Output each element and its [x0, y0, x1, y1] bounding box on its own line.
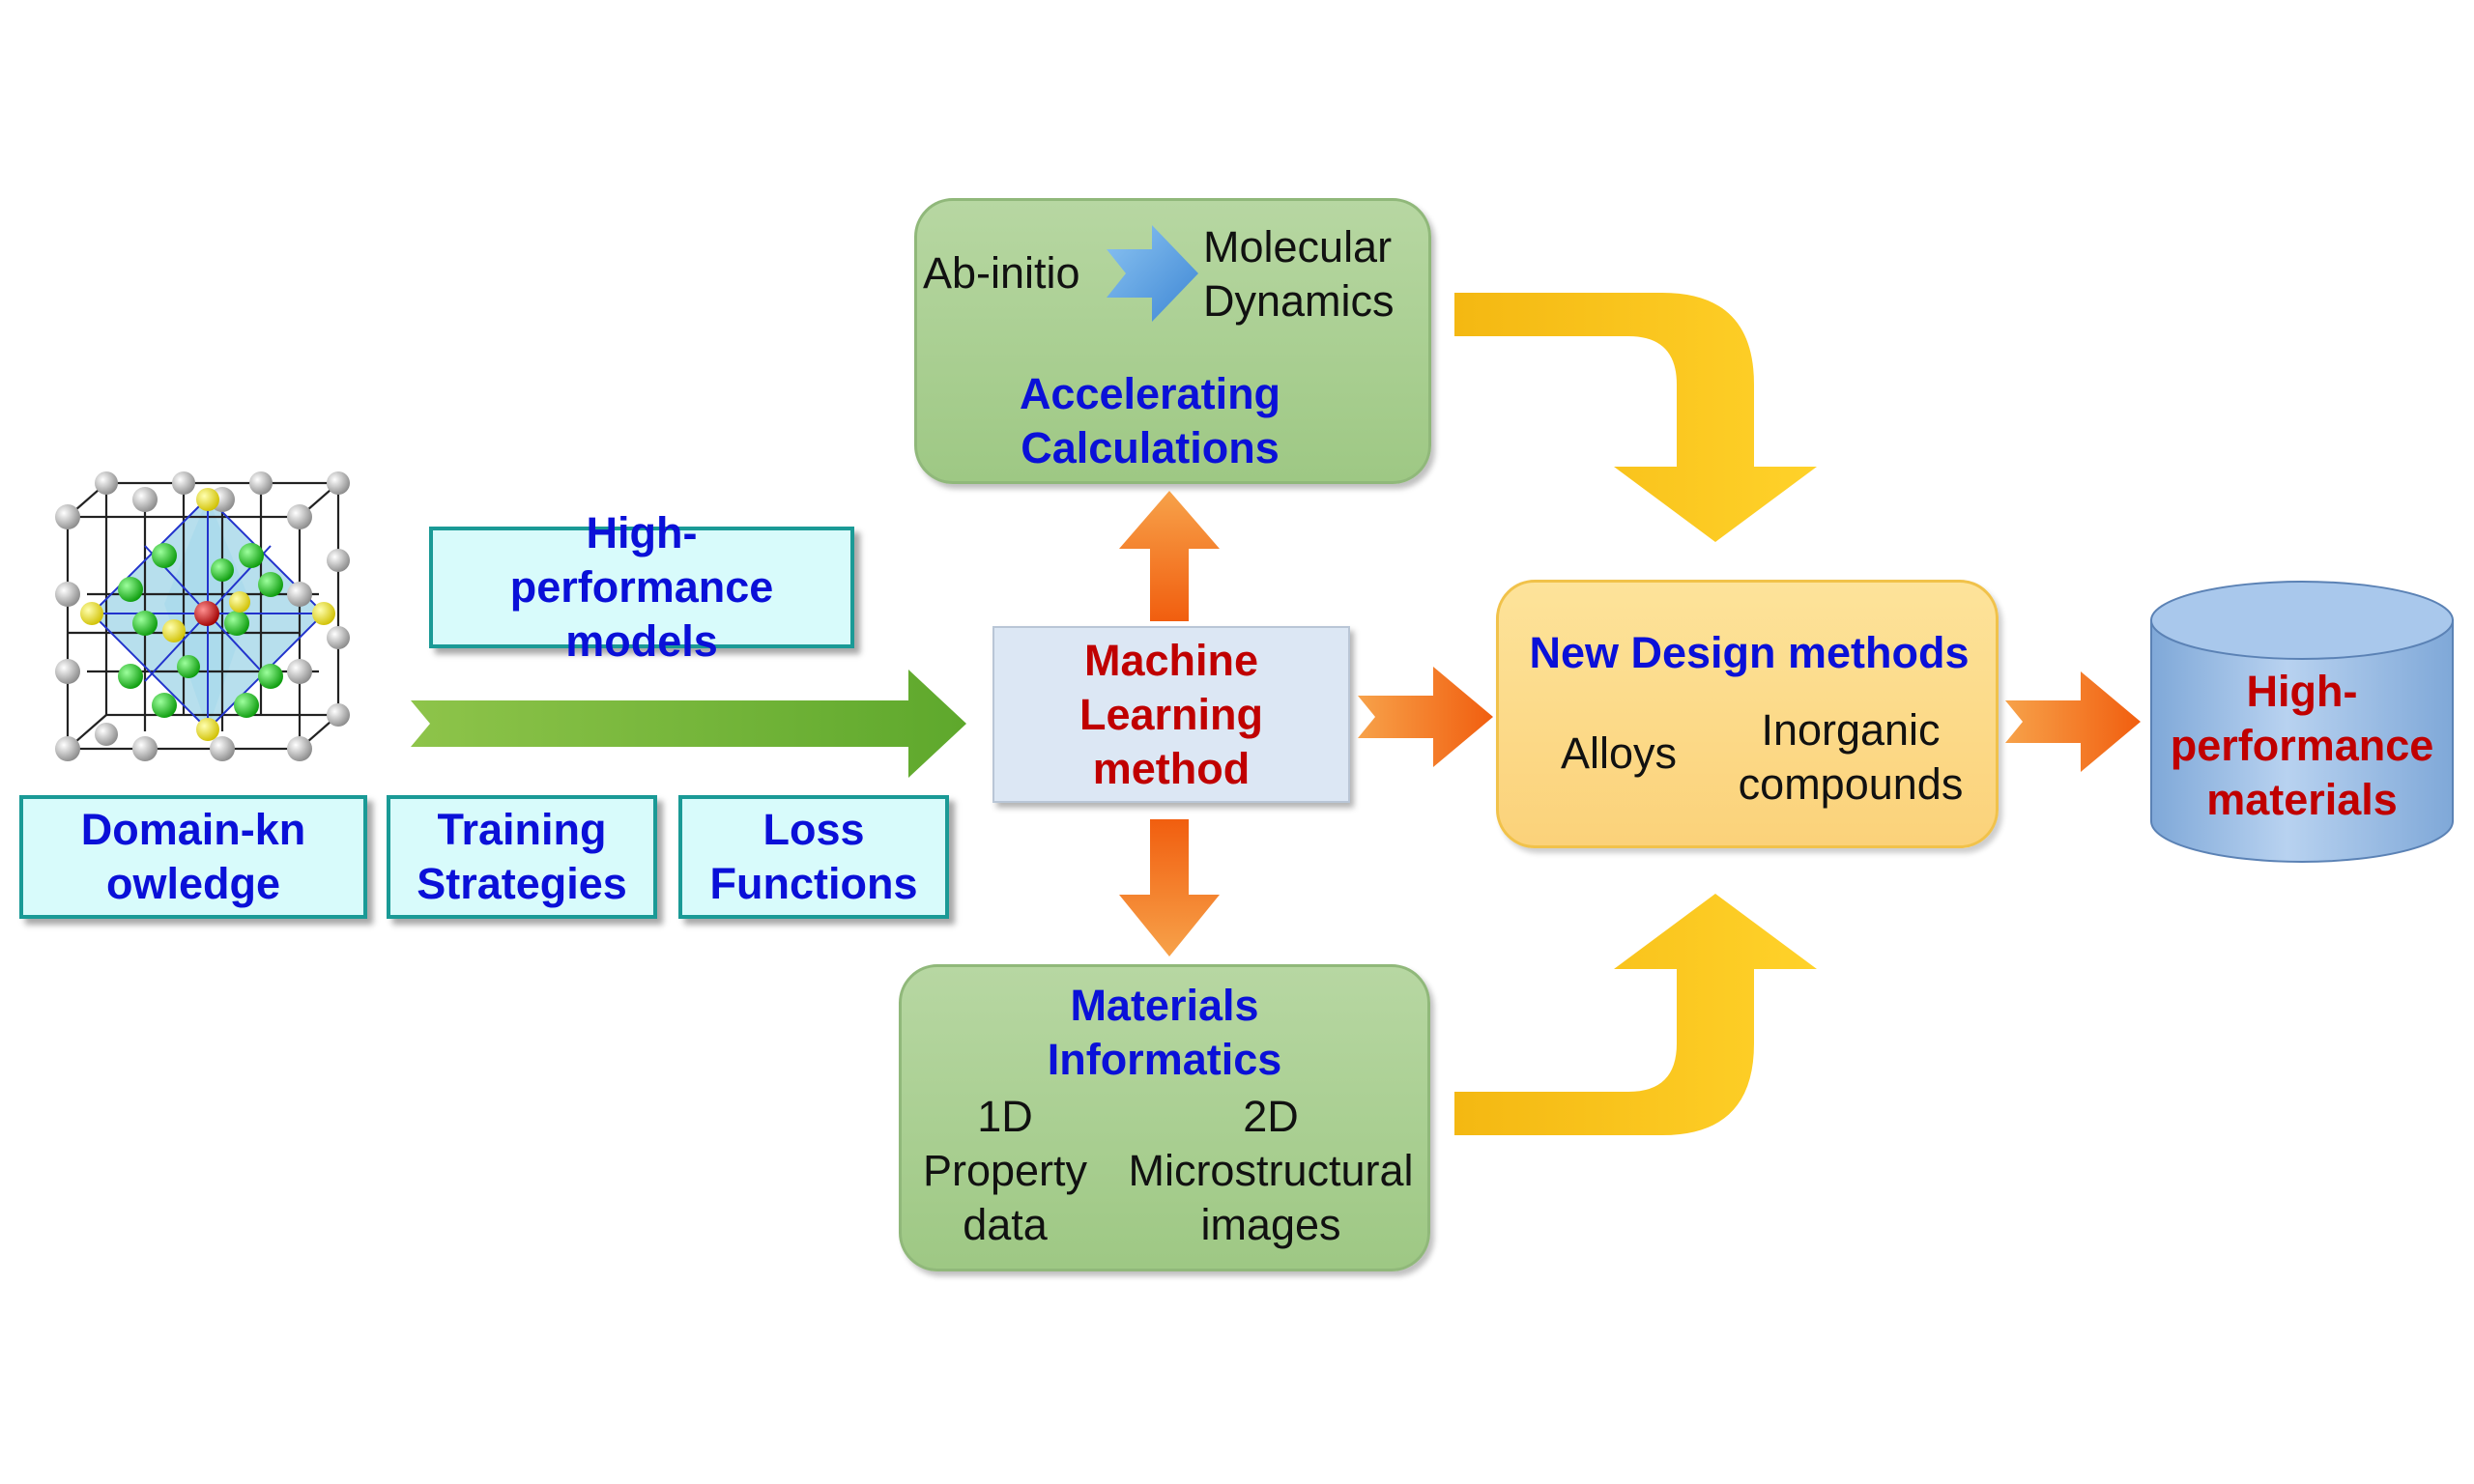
molecular-dynamics-label: Molecular Dynamics	[1203, 222, 1395, 326]
green-input-arrow	[411, 670, 966, 778]
high-performance-materials-cylinder	[2150, 581, 2454, 863]
alloys-label: Alloys	[1560, 728, 1678, 778]
ab-initio-to-md-arrow-icon	[1107, 225, 1198, 322]
accelerating-calculations-box	[914, 198, 1431, 484]
training-strategies-label: Training Strategies	[417, 805, 627, 908]
crystal-structure-illustration	[55, 471, 350, 761]
materials-informatics-box	[899, 964, 1430, 1271]
loss-functions-box: Loss Functions	[678, 795, 949, 919]
machine-learning-method-box: Machine Learning method	[992, 626, 1350, 803]
microstructural-images-label: 2D Microstructural images	[1128, 1092, 1414, 1249]
high-performance-materials-label: High-performance materials	[2170, 667, 2434, 824]
new-design-methods-title: New Design methods	[1529, 628, 1970, 677]
arrow-down-to-informatics	[1119, 819, 1220, 956]
ab-initio-label: Ab-initio	[923, 248, 1080, 298]
property-data-label: 1D Property data	[922, 1092, 1088, 1249]
inorganic-compounds-label: Inorganic compounds	[1738, 705, 1964, 809]
arrow-right-to-design	[1358, 667, 1493, 767]
accelerating-calculations-title: Accelerating Calculations	[1019, 369, 1281, 472]
materials-informatics-title: Materials Informatics	[1047, 981, 1282, 1084]
domain-knowledge-box: Domain-knowledge	[19, 795, 367, 919]
domain-knowledge-label: Domain-knowledge	[80, 805, 306, 908]
high-performance-models-box: High-performance models	[429, 508, 854, 666]
arrow-right-to-materials	[2005, 671, 2141, 772]
yellow-arrow-informatics-to-design	[1454, 894, 1817, 1135]
yellow-arrow-accelerating-to-design	[1454, 293, 1817, 542]
high-performance-models-label: High-performance models	[509, 508, 774, 666]
arrow-up-to-accelerating	[1119, 491, 1220, 621]
new-design-methods-box	[1496, 580, 1999, 848]
training-strategies-box: Training Strategies	[387, 795, 657, 919]
machine-learning-method-label: Machine Learning method	[1079, 635, 1264, 793]
loss-functions-label: Loss Functions	[709, 805, 918, 908]
